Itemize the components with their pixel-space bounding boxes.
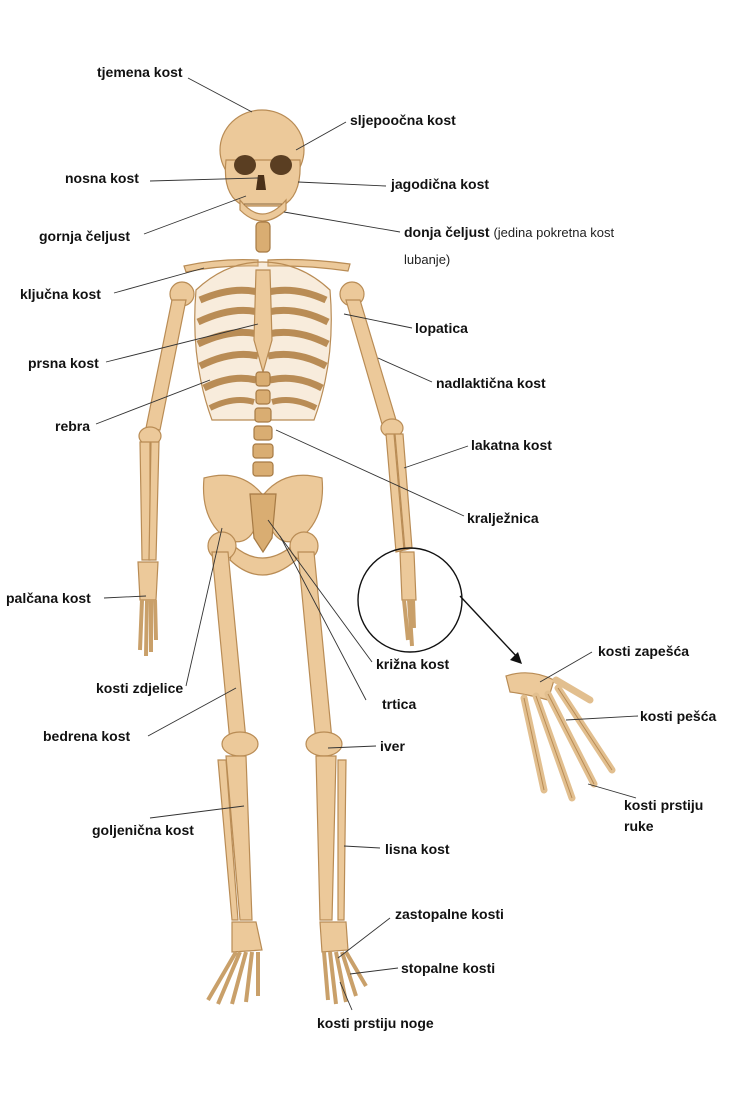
- label-donja-celjust-note-2: lubanje): [404, 252, 451, 267]
- zoom-arrow-head: [510, 652, 522, 664]
- leader-lines: [95, 77, 639, 1011]
- label-stopalne-kosti: stopalne kosti: [401, 960, 496, 976]
- left-clavicle: [183, 259, 259, 273]
- label-lopatica: lopatica: [415, 320, 468, 336]
- label-goljenicna-kost: goljenična kost: [92, 822, 194, 838]
- label-donja-celjust-name: donja čeljust: [404, 224, 490, 240]
- label-iver: iver: [380, 738, 405, 754]
- cervical-spine: [255, 221, 271, 253]
- label-lisna-kost: lisna kost: [385, 841, 450, 857]
- right-arm: [339, 281, 417, 647]
- enlarged-hand: [505, 672, 616, 802]
- label-trtica: trtica: [382, 696, 417, 712]
- label-sljepoocna-kost: sljepoočna kost: [350, 112, 456, 128]
- left-arm: [137, 281, 195, 657]
- zoom-arrow: [459, 595, 519, 659]
- zoom-circle: [357, 547, 463, 653]
- label-kosti-prstiju-ruke-1: kosti prstiju: [624, 797, 704, 813]
- sternum: [253, 269, 273, 375]
- label-kosti-prstiju-ruke-2: ruke: [624, 818, 654, 834]
- left-leg: [206, 531, 263, 1005]
- label-rebra: rebra: [55, 418, 91, 434]
- label-donja-celjust-note-1: (jedina pokretna kost: [493, 225, 615, 240]
- label-zastopalne-kosti: zastopalne kosti: [395, 906, 504, 922]
- label-nadlakticna-kost: nadlaktična kost: [436, 375, 546, 391]
- spine: [252, 371, 274, 477]
- label-lakatna-kost: lakatna kost: [471, 437, 552, 453]
- right-leg: [289, 531, 368, 1005]
- pelvis: [202, 474, 324, 576]
- label-kljucna-kost: ključna kost: [20, 286, 101, 302]
- skull: [219, 109, 305, 222]
- right-clavicle: [267, 258, 351, 272]
- label-prsna-kost: prsna kost: [28, 355, 99, 371]
- label-palcana-kost: palčana kost: [6, 590, 91, 606]
- label-kraljeznica: kralježnica: [467, 510, 539, 526]
- label-gornja-celjust: gornja čeljust: [39, 228, 131, 244]
- label-kosti-pesca: kosti pešća: [640, 708, 717, 724]
- label-jagodicna-kost: jagodična kost: [391, 176, 490, 192]
- label-kosti-zdjelice: kosti zdjelice: [96, 680, 184, 696]
- label-krizna-kost: križna kost: [376, 656, 450, 672]
- label-bedrena-kost: bedrena kost: [43, 728, 131, 744]
- label-kosti-zapesca: kosti zapešća: [598, 643, 690, 659]
- label-kosti-prstiju-noge: kosti prstiju noge: [317, 1015, 434, 1031]
- label-donja-celjust: donja čeljust (jedina pokretna kost: [404, 224, 614, 241]
- label-tjemena-kost: tjemena kost: [97, 64, 183, 80]
- label-nosna-kost: nosna kost: [65, 170, 139, 186]
